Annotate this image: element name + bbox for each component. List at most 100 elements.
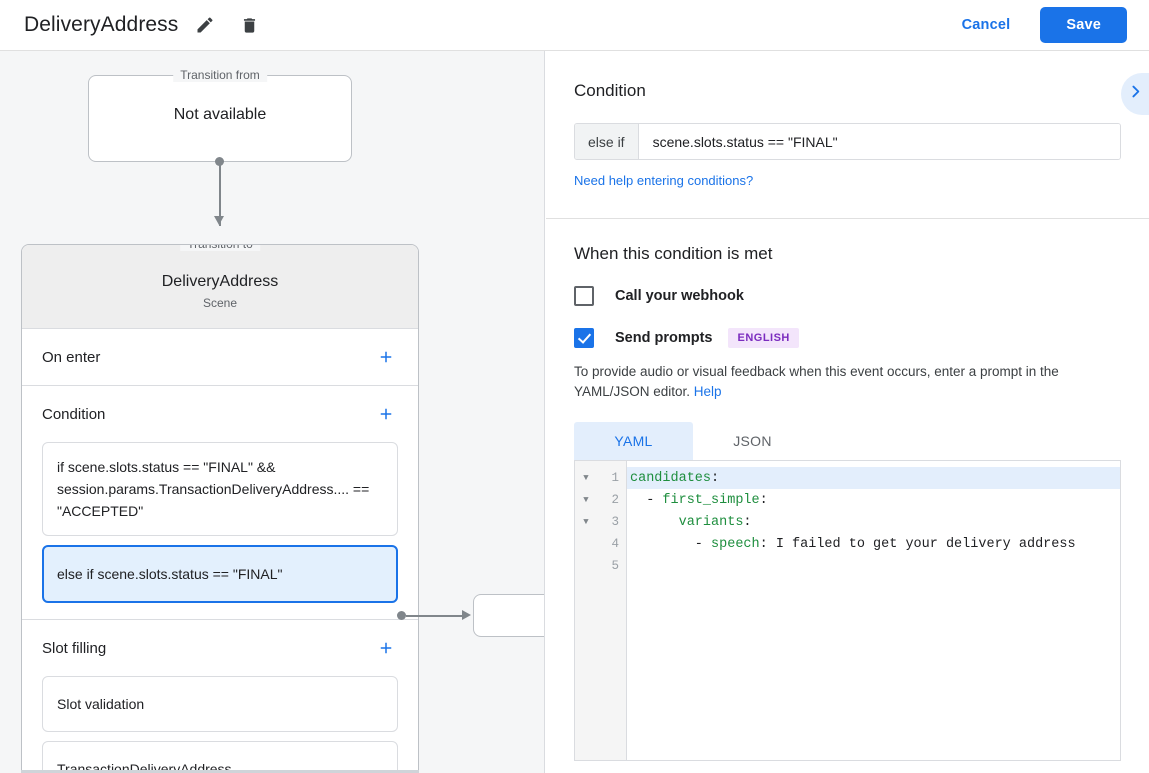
editor-line-number: 2 <box>611 493 619 507</box>
plus-icon[interactable] <box>374 402 398 426</box>
expand-panel-button[interactable] <box>1121 73 1149 115</box>
section-slot-filling-title: Slot filling <box>42 639 107 657</box>
editor-token: - <box>630 536 712 552</box>
editor-token: first_simple <box>662 492 760 508</box>
editor-gutter-line: ▼1 <box>575 467 626 489</box>
editor-gutter-line: ▼3 <box>575 511 626 533</box>
next-node-partial[interactable] <box>473 594 544 637</box>
editor-token: - <box>630 492 663 508</box>
call-webhook-label: Call your webhook <box>615 288 744 304</box>
editor-token: speech <box>711 536 760 552</box>
prompts-help-link[interactable]: Help <box>693 384 722 399</box>
connector-line <box>219 162 221 226</box>
send-prompts-checkbox[interactable] <box>574 328 594 348</box>
send-prompts-row[interactable]: Send prompts ENGLISH <box>574 328 1121 348</box>
transition-from-node[interactable]: Transition from Not available <box>88 68 352 162</box>
plus-icon[interactable] <box>374 636 398 660</box>
scene-header: DeliveryAddress Scene <box>22 245 418 329</box>
fold-triangle-icon[interactable]: ▼ <box>583 473 589 483</box>
cancel-button[interactable]: Cancel <box>950 8 1023 42</box>
edit-button[interactable] <box>188 8 222 42</box>
trash-icon <box>240 16 259 35</box>
outgoing-connector-dot <box>397 611 406 620</box>
editor-code-line[interactable] <box>627 555 1120 577</box>
when-met-heading: When this condition is met <box>574 244 773 263</box>
editor-code-area[interactable]: candidates: - first_simple: variants: - … <box>627 461 1120 760</box>
condition-item[interactable]: if scene.slots.status == "FINAL" && sess… <box>42 442 398 536</box>
condition-input[interactable]: scene.slots.status == "FINAL" <box>638 124 1120 159</box>
transition-to-card[interactable]: Transition to DeliveryAddress Scene On e… <box>21 244 419 773</box>
transition-to-legend: Transition to <box>180 245 260 251</box>
scene-name: DeliveryAddress <box>161 273 279 290</box>
transition-from-legend: Transition from <box>173 68 267 82</box>
when-met-block: When this condition is met Call your web… <box>546 219 1149 761</box>
graph-panel[interactable]: Transition from Not available Transition… <box>0 51 545 773</box>
editor-line-number: 1 <box>611 471 619 485</box>
language-badge: ENGLISH <box>728 328 799 348</box>
scene-kind: Scene <box>202 296 238 310</box>
editor-token: I failed to get your delivery address <box>775 536 1076 552</box>
editor-code-line[interactable]: - speech: I failed to get your delivery … <box>627 533 1120 555</box>
editor-token <box>630 515 679 530</box>
editor-tabs: YAML JSON <box>574 422 1121 460</box>
app-header: DeliveryAddress Cancel Save <box>0 0 1149 51</box>
editor-gutter-line: ▼2 <box>575 489 626 511</box>
editor-code-line[interactable]: - first_simple: <box>627 489 1120 511</box>
editor-gutter-line: 5 <box>575 555 626 577</box>
webhook-row[interactable]: Call your webhook <box>574 286 1121 306</box>
fold-triangle-icon[interactable]: ▼ <box>583 495 589 505</box>
section-slot-filling-head: Slot filling <box>42 620 398 676</box>
section-condition-body: if scene.slots.status == "FINAL" && sess… <box>42 442 398 619</box>
section-condition-head: Condition <box>42 386 398 442</box>
horizontal-scrollbar[interactable] <box>21 770 419 773</box>
slot-item[interactable]: TransactionDeliveryAddress <box>42 741 398 773</box>
section-on-enter-head: On enter <box>42 329 398 385</box>
section-on-enter: On enter <box>22 329 418 386</box>
editor-token: : <box>711 470 720 486</box>
editor-gutter-line: 4 <box>575 533 626 555</box>
editor-token: : <box>759 536 776 552</box>
tab-json[interactable]: JSON <box>733 433 772 449</box>
condition-prefix: else if <box>575 124 639 159</box>
chevron-right-icon <box>1127 83 1144 105</box>
transition-from-title: Not available <box>173 106 267 123</box>
pencil-icon <box>195 15 215 35</box>
section-on-enter-title: On enter <box>42 348 101 366</box>
outgoing-connector-arrow <box>462 610 471 620</box>
call-webhook-checkbox[interactable] <box>574 286 594 306</box>
page-title: DeliveryAddress <box>24 13 179 36</box>
editor-token: candidates <box>630 470 712 486</box>
editor-token: variants <box>678 514 744 530</box>
editor-line-number: 3 <box>611 515 619 529</box>
plus-icon[interactable] <box>374 345 398 369</box>
editor-line-number: 4 <box>611 537 619 551</box>
condition-item-selected[interactable]: else if scene.slots.status == "FINAL" <box>42 545 398 603</box>
condition-help-link[interactable]: Need help entering conditions? <box>574 173 754 188</box>
connector-arrow <box>214 216 224 225</box>
prompts-description-text: To provide audio or visual feedback when… <box>574 364 1059 399</box>
editor-line-number: 5 <box>611 559 619 573</box>
outgoing-connector-line <box>406 615 463 617</box>
editor-token: : <box>743 514 752 530</box>
condition-heading: Condition <box>574 81 646 100</box>
section-condition: Condition if scene.slots.status == "FINA… <box>22 386 418 620</box>
prompts-description: To provide audio or visual feedback when… <box>574 362 1121 402</box>
section-slot-filling-body: Slot validation TransactionDeliveryAddre… <box>42 676 398 773</box>
condition-input-group[interactable]: else if scene.slots.status == "FINAL" <box>574 123 1121 160</box>
tab-yaml[interactable]: YAML <box>574 422 693 460</box>
send-prompts-label: Send prompts <box>615 330 713 346</box>
slot-item[interactable]: Slot validation <box>42 676 398 732</box>
condition-block: Condition else if scene.slots.status == … <box>546 51 1149 219</box>
section-slot-filling: Slot filling Slot validation Transaction… <box>22 620 418 773</box>
editor-code-line[interactable]: variants: <box>627 511 1120 533</box>
fold-triangle-icon[interactable]: ▼ <box>583 517 589 527</box>
detail-panel: Condition else if scene.slots.status == … <box>546 51 1149 773</box>
connector-dot <box>215 157 224 166</box>
delete-button[interactable] <box>232 8 266 42</box>
editor-token: : <box>759 492 768 508</box>
editor-code-line[interactable]: candidates: <box>627 467 1120 489</box>
save-button[interactable]: Save <box>1040 7 1127 43</box>
